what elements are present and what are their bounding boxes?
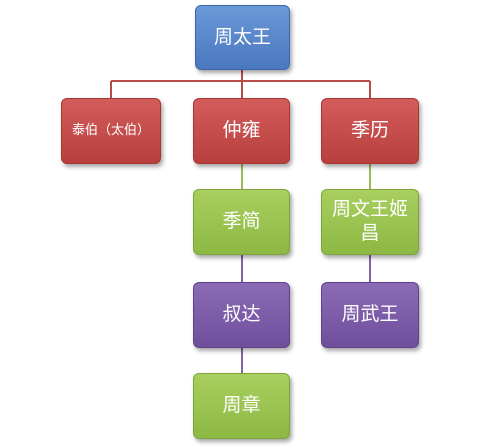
node-shuda[interactable]: 叔达 — [193, 282, 290, 348]
node-wuwang-label: 周武王 — [341, 303, 399, 326]
node-wenwang-label-line1: 周文王姬 — [331, 198, 408, 221]
node-shuda-label: 叔达 — [222, 303, 261, 326]
node-jili[interactable]: 季历 — [321, 98, 419, 164]
node-taibo-label: 泰伯（太伯） — [71, 122, 150, 138]
node-jijian[interactable]: 季简 — [193, 189, 290, 255]
node-wenwang-label-line2: 昌 — [360, 222, 380, 244]
node-jijian-label: 季简 — [222, 210, 261, 233]
node-zhouzhang[interactable]: 周章 — [193, 373, 290, 439]
node-root[interactable]: 周太王 — [195, 5, 290, 70]
node-taibo[interactable]: 泰伯（太伯） — [61, 98, 161, 164]
node-wenwang[interactable]: 周文王姬 昌 — [321, 189, 419, 255]
node-root-label: 周太王 — [213, 25, 271, 48]
node-jili-label: 季历 — [350, 119, 389, 142]
node-wuwang[interactable]: 周武王 — [321, 282, 419, 348]
node-zhongyong-label: 仲雍 — [222, 119, 261, 142]
node-zhouzhang-label: 周章 — [222, 394, 261, 417]
node-zhongyong[interactable]: 仲雍 — [193, 98, 290, 164]
